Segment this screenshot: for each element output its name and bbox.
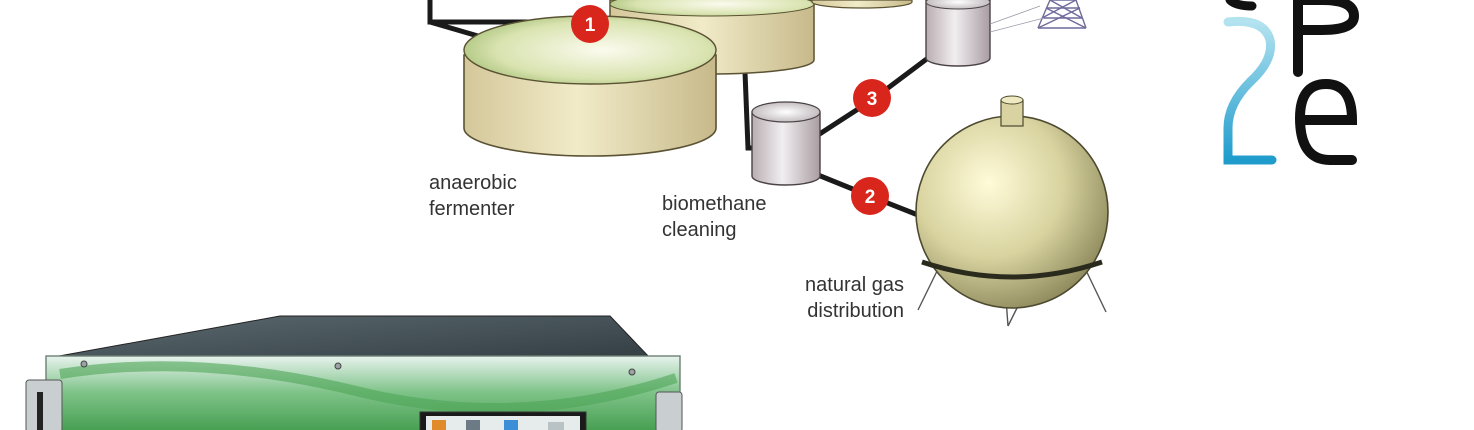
device-screw-center <box>334 362 342 370</box>
label-fermenter: anaerobic fermenter <box>429 170 517 222</box>
badge-3-number: 3 <box>867 89 878 110</box>
logo-p-fragment <box>1293 0 1360 77</box>
badge-1-number: 1 <box>585 15 596 36</box>
storage-tank-right <box>811 0 913 9</box>
label-cleaning-line-2: cleaning <box>662 219 737 241</box>
device-left-handle <box>25 379 63 430</box>
label-cleaning-line-1: biomethane <box>662 193 767 215</box>
device-screw-left <box>80 360 88 368</box>
label-fermenter-line-1: anaerobic <box>429 172 517 194</box>
logo-a-fragment <box>1225 0 1257 11</box>
pipe-to-fermenter <box>427 19 481 39</box>
label-distribution-line-1: natural gas <box>805 274 904 296</box>
badge-2: 2 <box>851 177 889 215</box>
label-fermenter-line-2: fermenter <box>429 198 515 220</box>
analyzer-device <box>25 315 683 430</box>
device-screen-icon-3 <box>504 420 518 430</box>
label-distribution-line-2: distribution <box>807 300 904 322</box>
cleaning-cylinder <box>751 101 821 186</box>
logo-e-fragment <box>1294 78 1358 165</box>
device-screen-icon-4 <box>548 422 564 430</box>
device-screw-right <box>628 368 636 376</box>
badge-3: 3 <box>853 79 891 117</box>
ap2e-logo <box>1223 0 1360 165</box>
device-screen-icon-2 <box>466 420 480 430</box>
power-pylon-icon <box>989 0 1087 33</box>
badge-2-number: 2 <box>865 187 876 208</box>
logo-2-fragment <box>1223 16 1277 165</box>
upper-cylinder <box>925 0 991 67</box>
badge-1: 1 <box>571 5 609 43</box>
device-screen-icon-1 <box>432 420 446 430</box>
device-right-handle <box>655 391 683 430</box>
label-distribution: natural gas distribution <box>760 272 904 324</box>
label-cleaning: biomethane cleaning <box>662 191 767 243</box>
gas-sphere <box>915 95 1109 327</box>
fermenter-tank <box>463 15 717 157</box>
